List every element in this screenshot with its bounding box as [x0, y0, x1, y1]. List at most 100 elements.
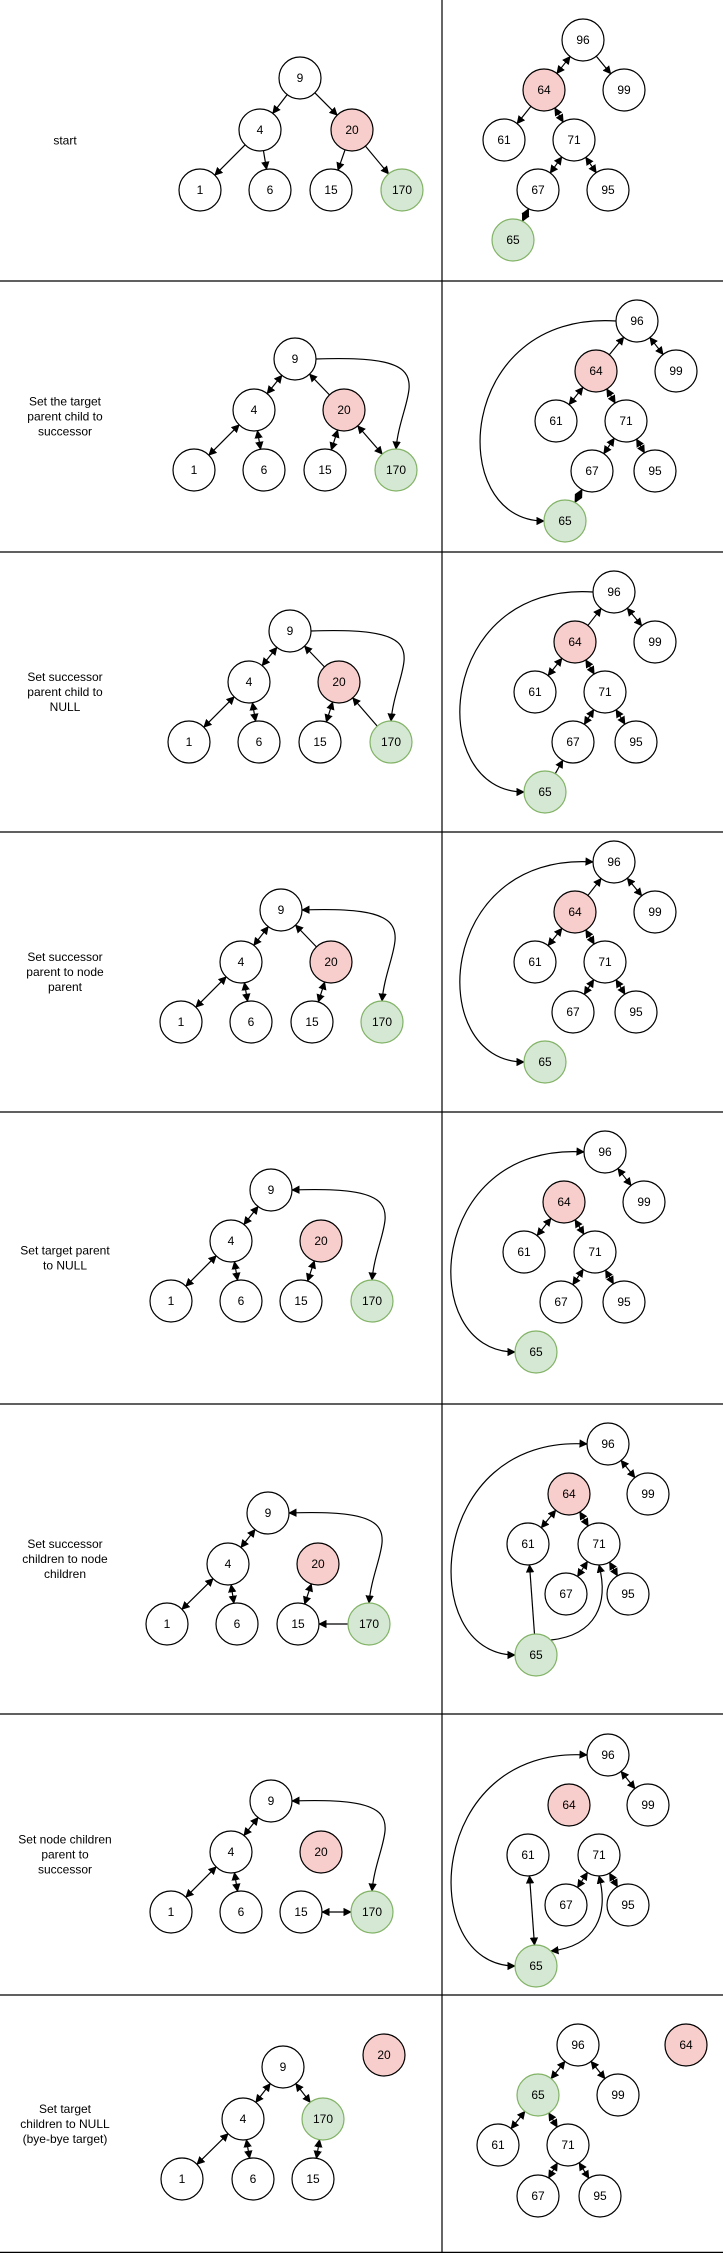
- node-label: 64: [557, 1195, 571, 1209]
- node-circle: [219, 940, 263, 984]
- tree-node-9: 9: [261, 2045, 305, 2089]
- node-label: 61: [521, 1848, 535, 1862]
- tree-node-61: 61: [502, 1230, 546, 1274]
- tree-edge: [574, 488, 583, 504]
- node-label: 170: [359, 1617, 379, 1631]
- node-label: 1: [164, 1617, 171, 1631]
- node-circle: [322, 388, 366, 432]
- tree-edge: [649, 336, 664, 356]
- node-label: 4: [246, 675, 253, 689]
- tree-edge: [554, 107, 564, 123]
- node-label: 4: [257, 123, 264, 137]
- node-label: 71: [567, 133, 581, 147]
- tree-edge: [295, 2082, 311, 2104]
- node-label: 4: [225, 1557, 232, 1571]
- tree-edge: [556, 55, 571, 75]
- node-circle: [502, 1230, 546, 1274]
- tree-node-9: 9: [249, 1779, 293, 1823]
- tree-edge: [615, 709, 626, 725]
- node-circle: [209, 1830, 253, 1874]
- node-circle: [604, 399, 648, 443]
- node-circle: [586, 1422, 630, 1466]
- node-circle: [573, 1230, 617, 1274]
- tree-edge: [272, 94, 288, 115]
- node-circle: [614, 990, 658, 1034]
- node-circle: [547, 1783, 591, 1827]
- node-circle: [380, 168, 424, 212]
- node-circle: [276, 1602, 320, 1646]
- node-circle: [586, 1733, 630, 1777]
- node-label: 9: [278, 903, 285, 917]
- node-label: 15: [294, 1294, 308, 1308]
- node-label: 65: [529, 1648, 543, 1662]
- node-circle: [556, 2023, 600, 2067]
- node-label: 67: [531, 183, 545, 197]
- tree-node-61: 61: [482, 118, 526, 162]
- tree-node-6: 6: [229, 1000, 273, 1044]
- node-label: 170: [362, 1294, 382, 1308]
- node-circle: [227, 660, 271, 704]
- node-circle: [219, 1890, 263, 1934]
- node-circle: [592, 840, 636, 884]
- node-circle: [491, 218, 535, 262]
- node-circle: [534, 399, 578, 443]
- tree-node-95: 95: [614, 720, 658, 764]
- node-circle: [279, 1279, 323, 1323]
- node-label: 99: [648, 635, 662, 649]
- node-circle: [606, 1572, 650, 1616]
- tree-edge: [583, 978, 595, 996]
- tree-node-65: 65: [543, 499, 587, 543]
- tree-node-64: 64: [553, 620, 597, 664]
- tree-node-71: 71: [604, 399, 648, 443]
- node-label: 9: [297, 71, 304, 85]
- tree-node-20: 20: [317, 660, 361, 704]
- node-circle: [299, 1830, 343, 1874]
- node-circle: [231, 2157, 275, 2201]
- tree-node-170: 170: [350, 1890, 394, 1934]
- node-label: 6: [261, 463, 268, 477]
- node-circle: [221, 2097, 265, 2141]
- tree-node-6: 6: [231, 2157, 275, 2201]
- tree-edge: [357, 425, 383, 455]
- node-label: 9: [280, 2060, 287, 2074]
- tree-node-9: 9: [246, 1491, 290, 1535]
- tree-edge: [547, 927, 563, 947]
- node-label: 61: [497, 133, 511, 147]
- tree-edge: [620, 1770, 636, 1790]
- tree-edge: [595, 55, 612, 75]
- tree-edge: [315, 357, 410, 450]
- tree-edge: [294, 924, 317, 948]
- node-circle: [232, 388, 276, 432]
- node-label: 67: [566, 735, 580, 749]
- node-circle: [301, 2097, 345, 2141]
- node-label: 6: [234, 1617, 241, 1631]
- node-label: 1: [178, 1015, 185, 1029]
- tree-edge: [617, 1167, 632, 1187]
- node-circle: [514, 1633, 558, 1677]
- tree-node-64: 64: [553, 890, 597, 934]
- tree-node-71: 71: [583, 940, 627, 984]
- tree-edge: [303, 1583, 313, 1605]
- node-circle: [350, 1890, 394, 1934]
- node-label: 15: [324, 183, 338, 197]
- node-label: 96: [571, 2038, 585, 2052]
- tree-node-65: 65: [516, 2073, 560, 2117]
- node-circle: [362, 2033, 406, 2077]
- node-label: 20: [377, 2048, 391, 2062]
- step-label: start: [53, 134, 77, 148]
- tree-node-20: 20: [299, 1219, 343, 1263]
- tree-node-95: 95: [586, 168, 630, 212]
- tree-node-61: 61: [506, 1833, 550, 1877]
- node-label: 1: [191, 463, 198, 477]
- node-circle: [506, 1833, 550, 1877]
- node-circle: [664, 2023, 708, 2067]
- tree-node-4: 4: [232, 388, 276, 432]
- tree-edge: [228, 1583, 237, 1605]
- tree-edge: [310, 629, 405, 722]
